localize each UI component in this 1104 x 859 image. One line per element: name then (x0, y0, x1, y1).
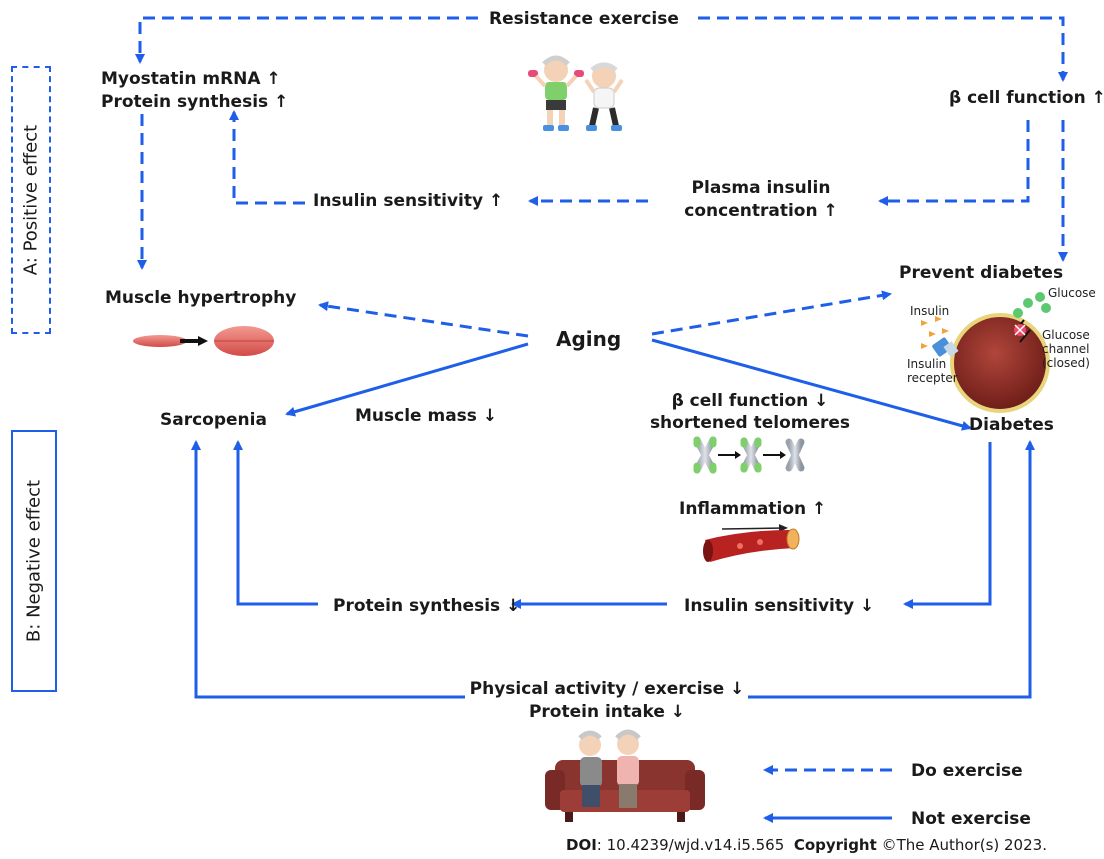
beta-cell-down-label: β cell function ↓ (671, 391, 829, 411)
exercising-seniors-illustration (528, 55, 624, 131)
insulin-receptor-label-2: recepter (907, 371, 958, 385)
insulin-sensitivity-down-label: Insulin sensitivity ↓ (684, 596, 875, 616)
arrow-aging-to-prevent (651, 290, 892, 336)
plasma-concentration-label: concentration ↑ (684, 201, 838, 221)
arrow-protein-to-sarcopenia (233, 440, 318, 606)
plasma-insulin-label: Plasma insulin (691, 178, 831, 198)
positive-effect-box: A: Positive effect (11, 66, 51, 334)
arrow-resistance-to-beta (698, 16, 1068, 82)
sarcopenia-label: Sarcopenia (160, 410, 267, 430)
aging-label: Aging (556, 327, 622, 351)
doi-footer: DOI: 10.4239/wjd.v14.i5.565 Copyright ©T… (566, 836, 1047, 854)
doi-value: : 10.4239/wjd.v14.i5.565 (596, 836, 785, 854)
arrow-physical-to-sarcopenia (191, 440, 465, 699)
telomeres-label: shortened telomeres (649, 413, 851, 433)
negative-effect-label: B: Negative effect (23, 479, 45, 643)
copyright-value: ©The Author(s) 2023. (876, 836, 1047, 854)
beta-cell-up-label: β cell function ↑ (949, 88, 1104, 108)
myostatin-label: Myostatin mRNA ↑ (101, 69, 281, 89)
physical-activity-label: Physical activity / exercise ↓ (469, 679, 745, 699)
positive-effect-label: A: Positive effect (20, 124, 42, 276)
cell-illustration (921, 292, 1051, 413)
negative-effect-box: B: Negative effect (11, 430, 57, 692)
legend-do-exercise-label: Do exercise (911, 761, 1023, 781)
doi-label: DOI (566, 836, 597, 854)
arrow-diabetes-to-insulin-sens (903, 442, 992, 609)
copyright-label: Copyright (793, 836, 877, 854)
glucose-channel-label-3: (closed) (1042, 356, 1090, 370)
muscle-mass-label: Muscle mass ↓ (355, 406, 498, 426)
protein-synthesis-up-label: Protein synthesis ↑ (101, 92, 289, 112)
arrow-resistance-to-myostatin (135, 16, 478, 64)
insulin-sensitivity-up-label: Insulin sensitivity ↑ (313, 191, 504, 211)
dashed-arrows (135, 16, 1068, 775)
arrow-aging-to-diabetes (651, 338, 972, 431)
chromosomes-illustration (693, 436, 805, 474)
solid-arrows (191, 338, 1035, 823)
diabetes-label: Diabetes (969, 415, 1054, 435)
protein-intake-label: Protein intake ↓ (528, 702, 686, 722)
muscle-hypertrophy-label: Muscle hypertrophy (105, 288, 297, 308)
insulin-small-label: Insulin (910, 304, 950, 318)
protein-synthesis-down-label: Protein synthesis ↓ (333, 596, 521, 616)
arrow-beta-to-plasma (878, 120, 1030, 206)
resistance-exercise-label: Resistance exercise (489, 9, 679, 29)
glucose-channel-label-2: channel (1042, 342, 1090, 356)
sofa-seniors-illustration (545, 729, 705, 822)
legend-not-exercise-label: Not exercise (911, 809, 1031, 829)
inflammation-label: Inflammation ↑ (679, 499, 827, 519)
insulin-receptor-label-1: Insulin (907, 357, 947, 371)
prevent-diabetes-label: Prevent diabetes (899, 263, 1064, 283)
arrow-physical-to-diabetes (748, 440, 1035, 699)
arrow-aging-to-sarcopenia (285, 342, 529, 417)
muscle-hypertrophy-illustration (133, 326, 274, 356)
glucose-channel-label-1: Glucose (1042, 328, 1090, 342)
arrow-insulin-sens-to-myostatin (229, 110, 305, 205)
blood-vessel-illustration (703, 524, 800, 562)
glucose-small-label: Glucose (1048, 286, 1096, 300)
arrow-aging-to-hypertrophy (318, 301, 529, 338)
